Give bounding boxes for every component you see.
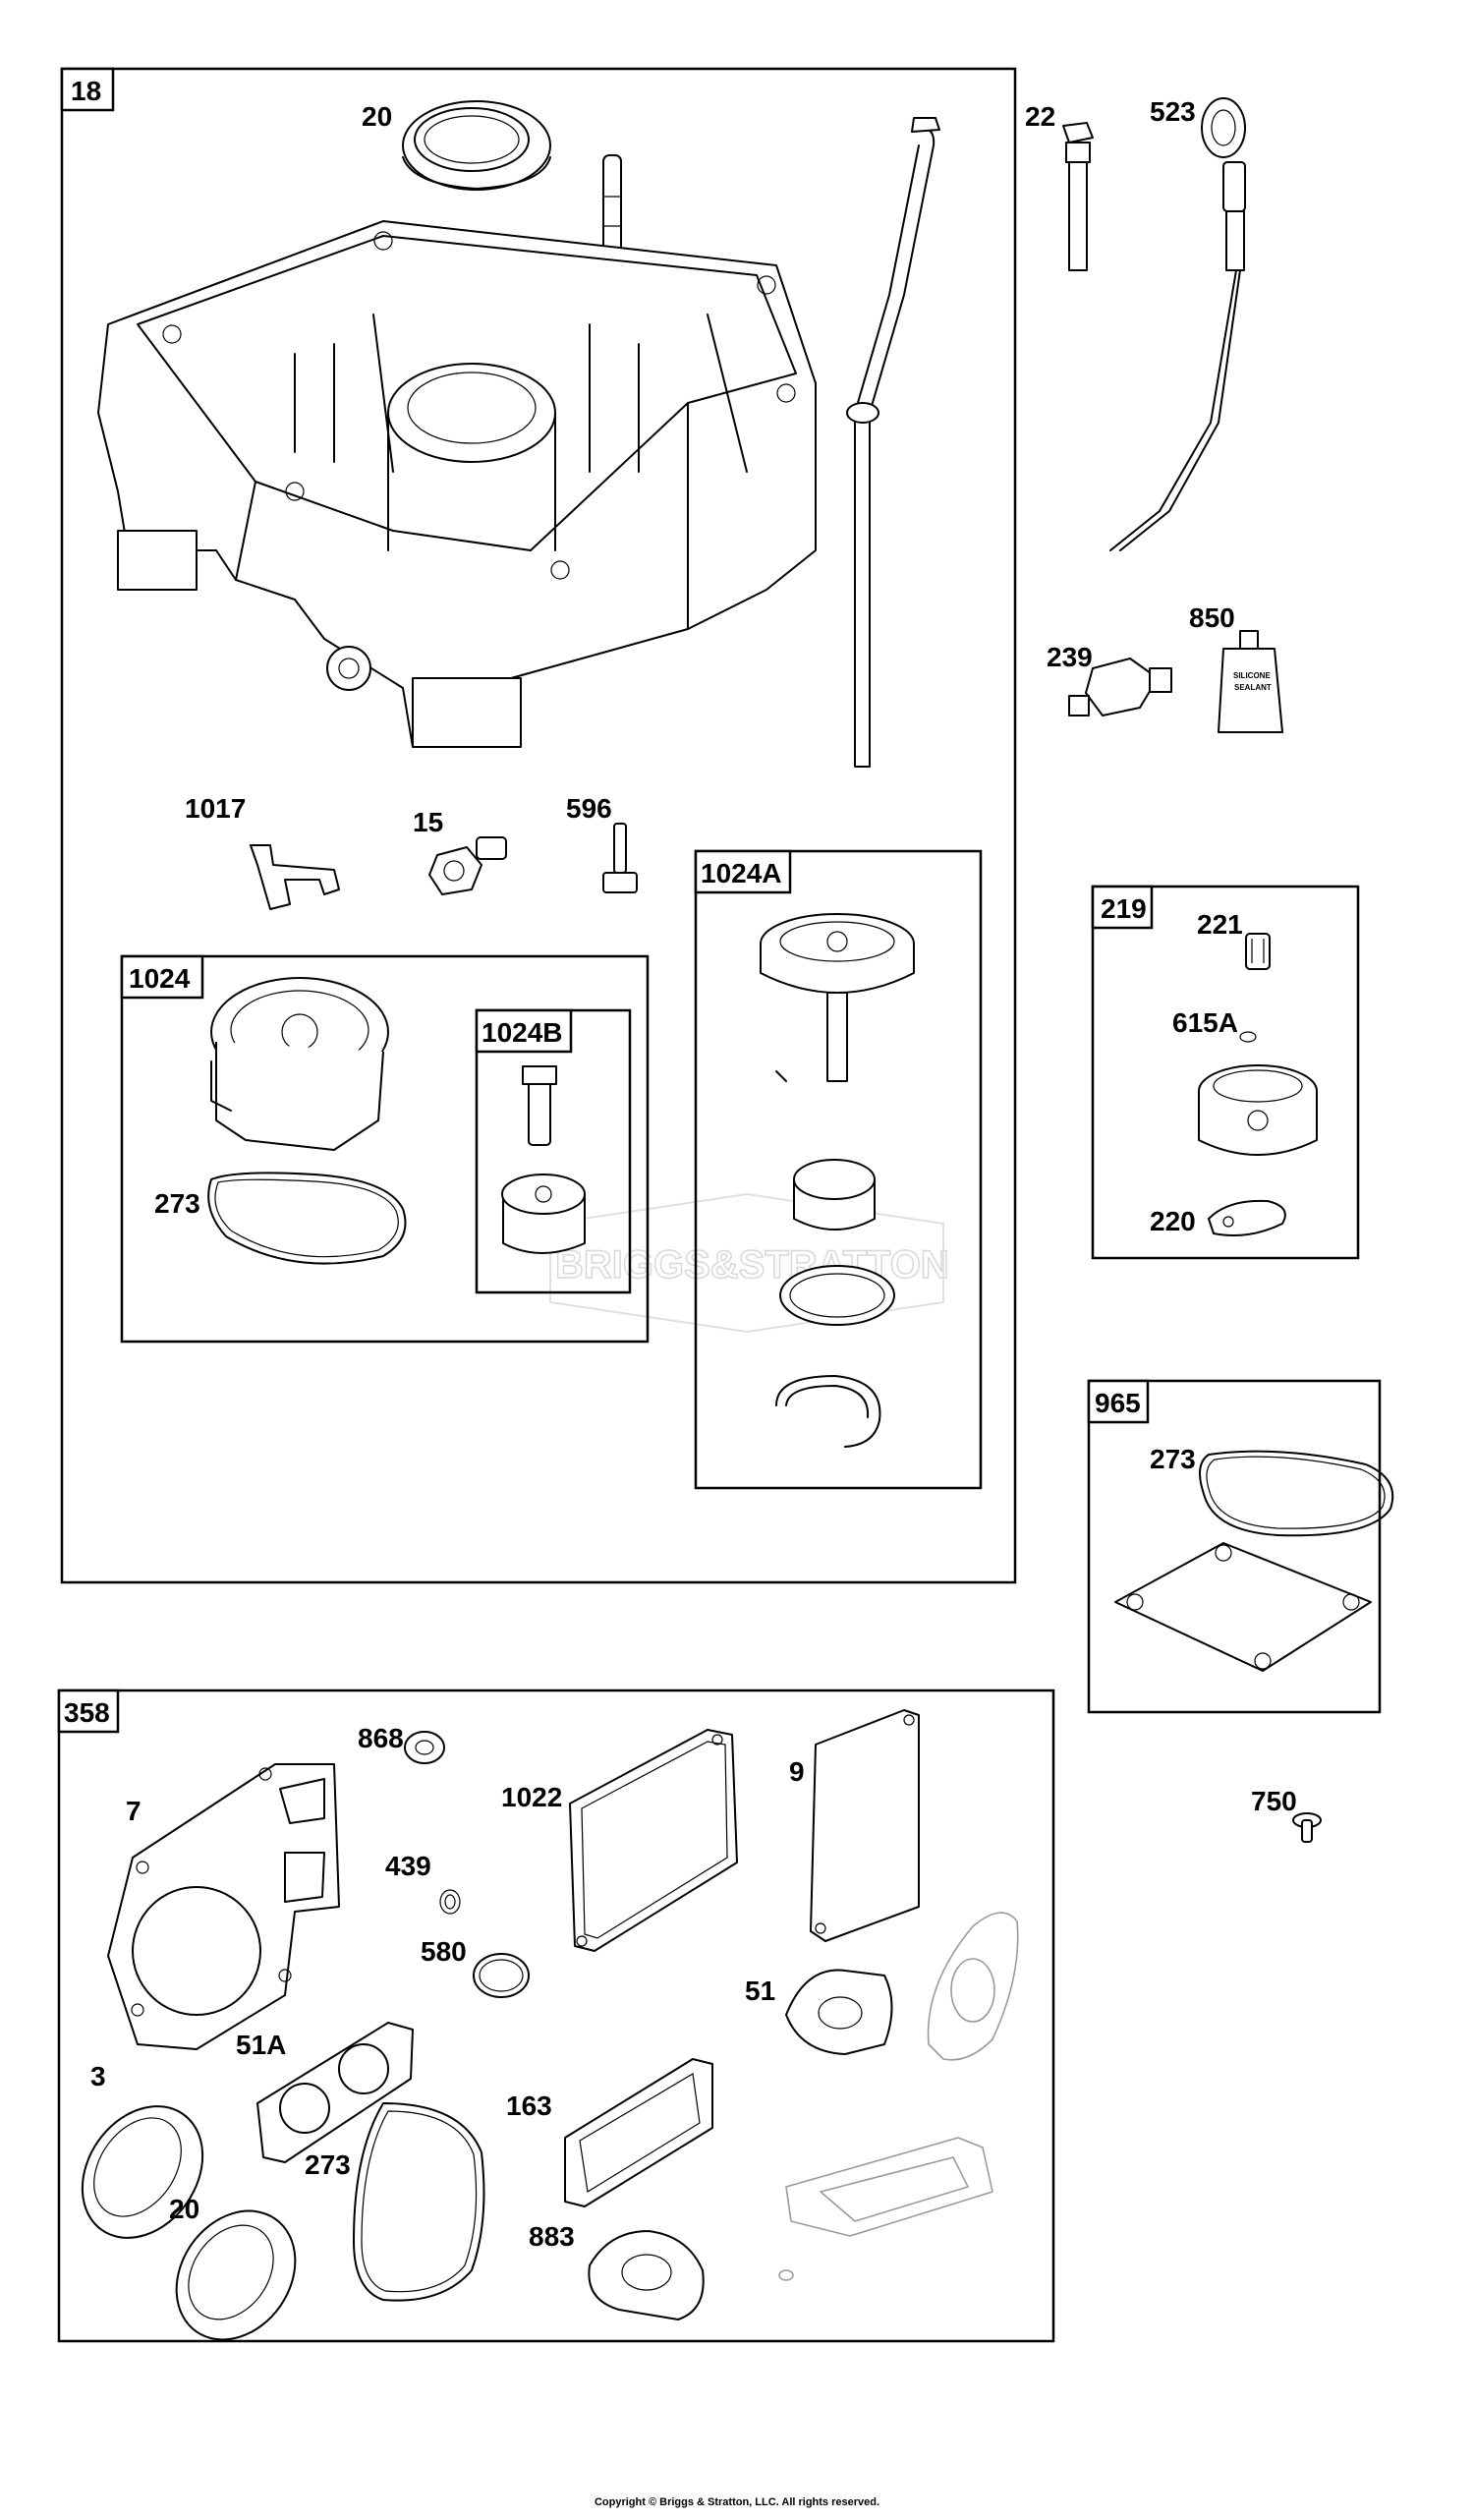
part-label-9: 9 — [789, 1756, 805, 1787]
o-ring-gasket-icon — [1199, 1450, 1394, 1537]
intake-gasket-icon — [927, 1912, 1019, 2061]
part-label-20: 20 — [362, 101, 392, 132]
part-label-273: 273 — [1150, 1444, 1196, 1474]
screw-icon — [1292, 1812, 1322, 1843]
part-label-221: 221 — [1197, 909, 1243, 940]
part-label-750: 750 — [1251, 1786, 1297, 1816]
kit-box-358: 358 — [57, 1689, 1055, 2343]
head-gasket-icon — [107, 1763, 340, 2050]
seal-ring-icon — [779, 1265, 895, 1326]
part-label-523: 523 — [1150, 96, 1196, 127]
kit-box-label: 1024B — [482, 1017, 563, 1048]
rocker-cover-gasket-icon — [569, 1729, 738, 1952]
part-label-3: 3 — [90, 2061, 106, 2091]
part-label-580: 580 — [421, 1936, 467, 1967]
oil-seal-icon — [81, 2105, 204, 2239]
part-label-22: 22 — [1025, 101, 1055, 132]
kit-box-label: 18 — [71, 76, 101, 106]
dipstick-icon — [1109, 97, 1246, 551]
part-label-273: 273 — [154, 1188, 200, 1219]
manifold-gasket-icon — [785, 1969, 893, 2055]
governor-cup-icon — [1245, 933, 1271, 970]
kit-box-label: 219 — [1101, 893, 1147, 924]
kit-box-label: 1024A — [701, 858, 782, 888]
part-label-1022: 1022 — [501, 1782, 562, 1812]
part-label-15: 15 — [413, 807, 443, 837]
watermark-text: BRIGGS&STRATTON — [555, 1243, 949, 1287]
part-label-596: 596 — [566, 793, 612, 824]
gear-shaft-icon — [760, 913, 915, 1082]
part-label-163: 163 — [506, 2090, 552, 2121]
exhaust-gasket-icon — [564, 2058, 713, 2207]
kit-box-219: 219 — [1091, 885, 1360, 1260]
retaining-ring-icon — [775, 1375, 881, 1448]
cover-plate-icon — [1114, 1542, 1372, 1672]
part-label-1017: 1017 — [185, 793, 246, 824]
sealant-text-1: SILICONE — [1233, 671, 1271, 680]
oil-pump-gear-icon — [210, 977, 389, 1151]
part-label-239: 239 — [1047, 642, 1093, 672]
carb-gasket-icon — [256, 2022, 414, 2163]
crankcase-sump-icon — [97, 220, 817, 748]
part-label-883: 883 — [529, 2221, 575, 2252]
oil-seal-icon — [175, 2209, 297, 2341]
sealant-tube-icon: SILICONE SEALANT — [1218, 630, 1283, 733]
part-label-273: 273 — [305, 2149, 351, 2180]
valve-seal-icon — [404, 1731, 445, 1764]
part-label-850: 850 — [1189, 602, 1235, 633]
o-ring-gasket-icon — [353, 2102, 485, 2302]
pump-rotor-icon — [793, 1159, 876, 1231]
washer-icon — [1239, 1031, 1257, 1043]
dowel-pin-icon — [602, 154, 622, 264]
o-ring-icon — [473, 1953, 530, 1998]
small-o-ring-icon — [439, 1889, 461, 1915]
kit-box-label: 965 — [1095, 1388, 1141, 1418]
pump-rotor-icon — [501, 1174, 586, 1254]
part-label-615a: 615A — [1172, 1007, 1238, 1038]
part-label-20: 20 — [169, 2194, 199, 2224]
kit-box-label: 358 — [64, 1697, 110, 1728]
oil-seal-icon — [402, 100, 551, 191]
part-label-439: 439 — [385, 1851, 431, 1881]
copyright-notice: Copyright © Briggs & Stratton, LLC. All … — [594, 2496, 880, 2508]
watermark-logo: BRIGGS&STRATTON — [549, 1192, 950, 1334]
part-label-7: 7 — [126, 1796, 142, 1826]
clip-bracket-icon — [250, 844, 340, 910]
part-label-51a: 51A — [236, 2030, 286, 2060]
kit-box-1024: 1024 — [120, 954, 650, 1344]
governor-gear-icon — [1198, 1064, 1318, 1156]
oil-pressure-sensor-icon — [1068, 658, 1172, 716]
exhaust-port-gasket-icon — [588, 2230, 705, 2320]
kit-box-965: 965 — [1087, 1379, 1382, 1714]
valve-cover-gasket-icon — [810, 1709, 920, 1942]
part-label-220: 220 — [1150, 1206, 1196, 1236]
kit-box-1024a: 1024A — [694, 849, 983, 1490]
kit-box-1024b: 1024B — [475, 1008, 632, 1294]
kit-box-18: 18 — [60, 67, 1017, 1584]
part-label-868: 868 — [358, 1723, 404, 1753]
muffler-gasket-icon — [778, 2137, 993, 2281]
drain-plug-icon — [428, 836, 507, 895]
governor-plate-icon — [1208, 1199, 1286, 1236]
o-ring-gasket-icon — [207, 1172, 407, 1265]
pump-shaft-icon — [522, 1065, 557, 1146]
sealant-text-2: SEALANT — [1234, 683, 1272, 692]
kit-box-label: 1024 — [129, 963, 191, 994]
bolt-icon — [602, 823, 638, 893]
flange-bolt-icon — [1062, 122, 1094, 271]
part-label-51: 51 — [745, 1976, 775, 2006]
dipstick-tube-icon — [846, 117, 940, 768]
